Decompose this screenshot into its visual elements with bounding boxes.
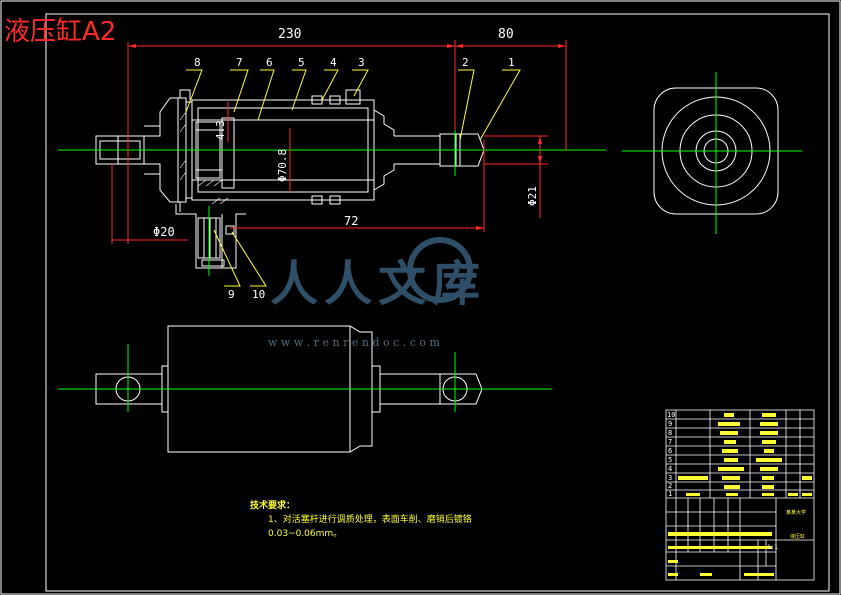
dimension-arrows <box>128 44 566 230</box>
title-block-scale: 1:1 <box>767 544 778 551</box>
parts-row-6: 6 <box>668 447 672 455</box>
top-view-centerlines <box>58 344 552 412</box>
balloon-7: 7 <box>236 56 243 69</box>
watermark-url: w w w . r e n r e n d o c . c o m <box>268 336 440 349</box>
balloon-10: 10 <box>252 288 265 301</box>
parts-list-entries <box>668 413 812 576</box>
balloon-6: 6 <box>266 56 273 69</box>
dim-rod-diameter: Φ21 <box>526 186 539 206</box>
parts-row-8: 8 <box>668 429 672 437</box>
parts-row-1: 1 <box>668 490 672 498</box>
balloon-numbers: 8 7 6 5 4 3 2 1 9 10 <box>194 56 515 301</box>
watermark: 人人文库 w w w . r e n r e n d o c . c o m <box>268 237 486 349</box>
dim-stroke: 72 <box>344 214 358 228</box>
parts-row-10: 10 <box>667 411 675 419</box>
balloon-leaders <box>185 69 521 287</box>
title-block <box>665 409 815 581</box>
parts-row-9: 9 <box>668 420 672 428</box>
notes-line2: 0.03~0.06mm。 <box>268 529 342 539</box>
dim-rod-end-length: 80 <box>498 27 514 42</box>
notes-heading: 技术要求： <box>250 499 295 511</box>
technical-notes: 技术要求： 1、对活塞杆进行调质处理，表面车削、磨销后镀铬 0.03~0.06m… <box>250 499 472 539</box>
sheet-title: 液压缸A2 <box>4 17 116 47</box>
sheet-border-inner <box>45 13 830 592</box>
parts-row-2: 2 <box>668 482 672 490</box>
balloon-2: 2 <box>462 56 469 69</box>
balloon-5: 5 <box>298 56 305 69</box>
title-block-part-name: 液压缸 <box>790 533 805 540</box>
notes-line1: 1、对活塞杆进行调质处理，表面车削、磨销后镀铬 <box>268 513 472 525</box>
balloon-9: 9 <box>228 288 235 301</box>
parts-list-numbers: 10 9 8 7 6 5 4 3 2 1 <box>667 411 675 498</box>
balloon-4: 4 <box>330 56 337 69</box>
title-block-school: 某某大学 <box>786 509 806 516</box>
watermark-brand: 人人文库 <box>270 256 486 312</box>
dimension-lines <box>111 40 567 244</box>
end-view-centerlines <box>622 72 802 234</box>
balloon-8: 8 <box>194 56 201 69</box>
dim-wall: 4.3 <box>214 120 227 140</box>
dim-overall-length: 230 <box>278 27 301 42</box>
main-section-view <box>95 89 485 269</box>
watermark-logo-icon <box>407 237 473 303</box>
parts-row-3: 3 <box>668 474 672 482</box>
parts-row-4: 4 <box>668 465 672 473</box>
section-hatching <box>179 111 229 205</box>
balloon-3: 3 <box>358 56 365 69</box>
balloon-1: 1 <box>508 56 515 69</box>
parts-row-7: 7 <box>668 438 672 446</box>
parts-row-5: 5 <box>668 456 672 464</box>
dim-bore-diameter: Φ70.8 <box>276 149 289 182</box>
dim-port-diameter: Φ20 <box>153 225 175 239</box>
